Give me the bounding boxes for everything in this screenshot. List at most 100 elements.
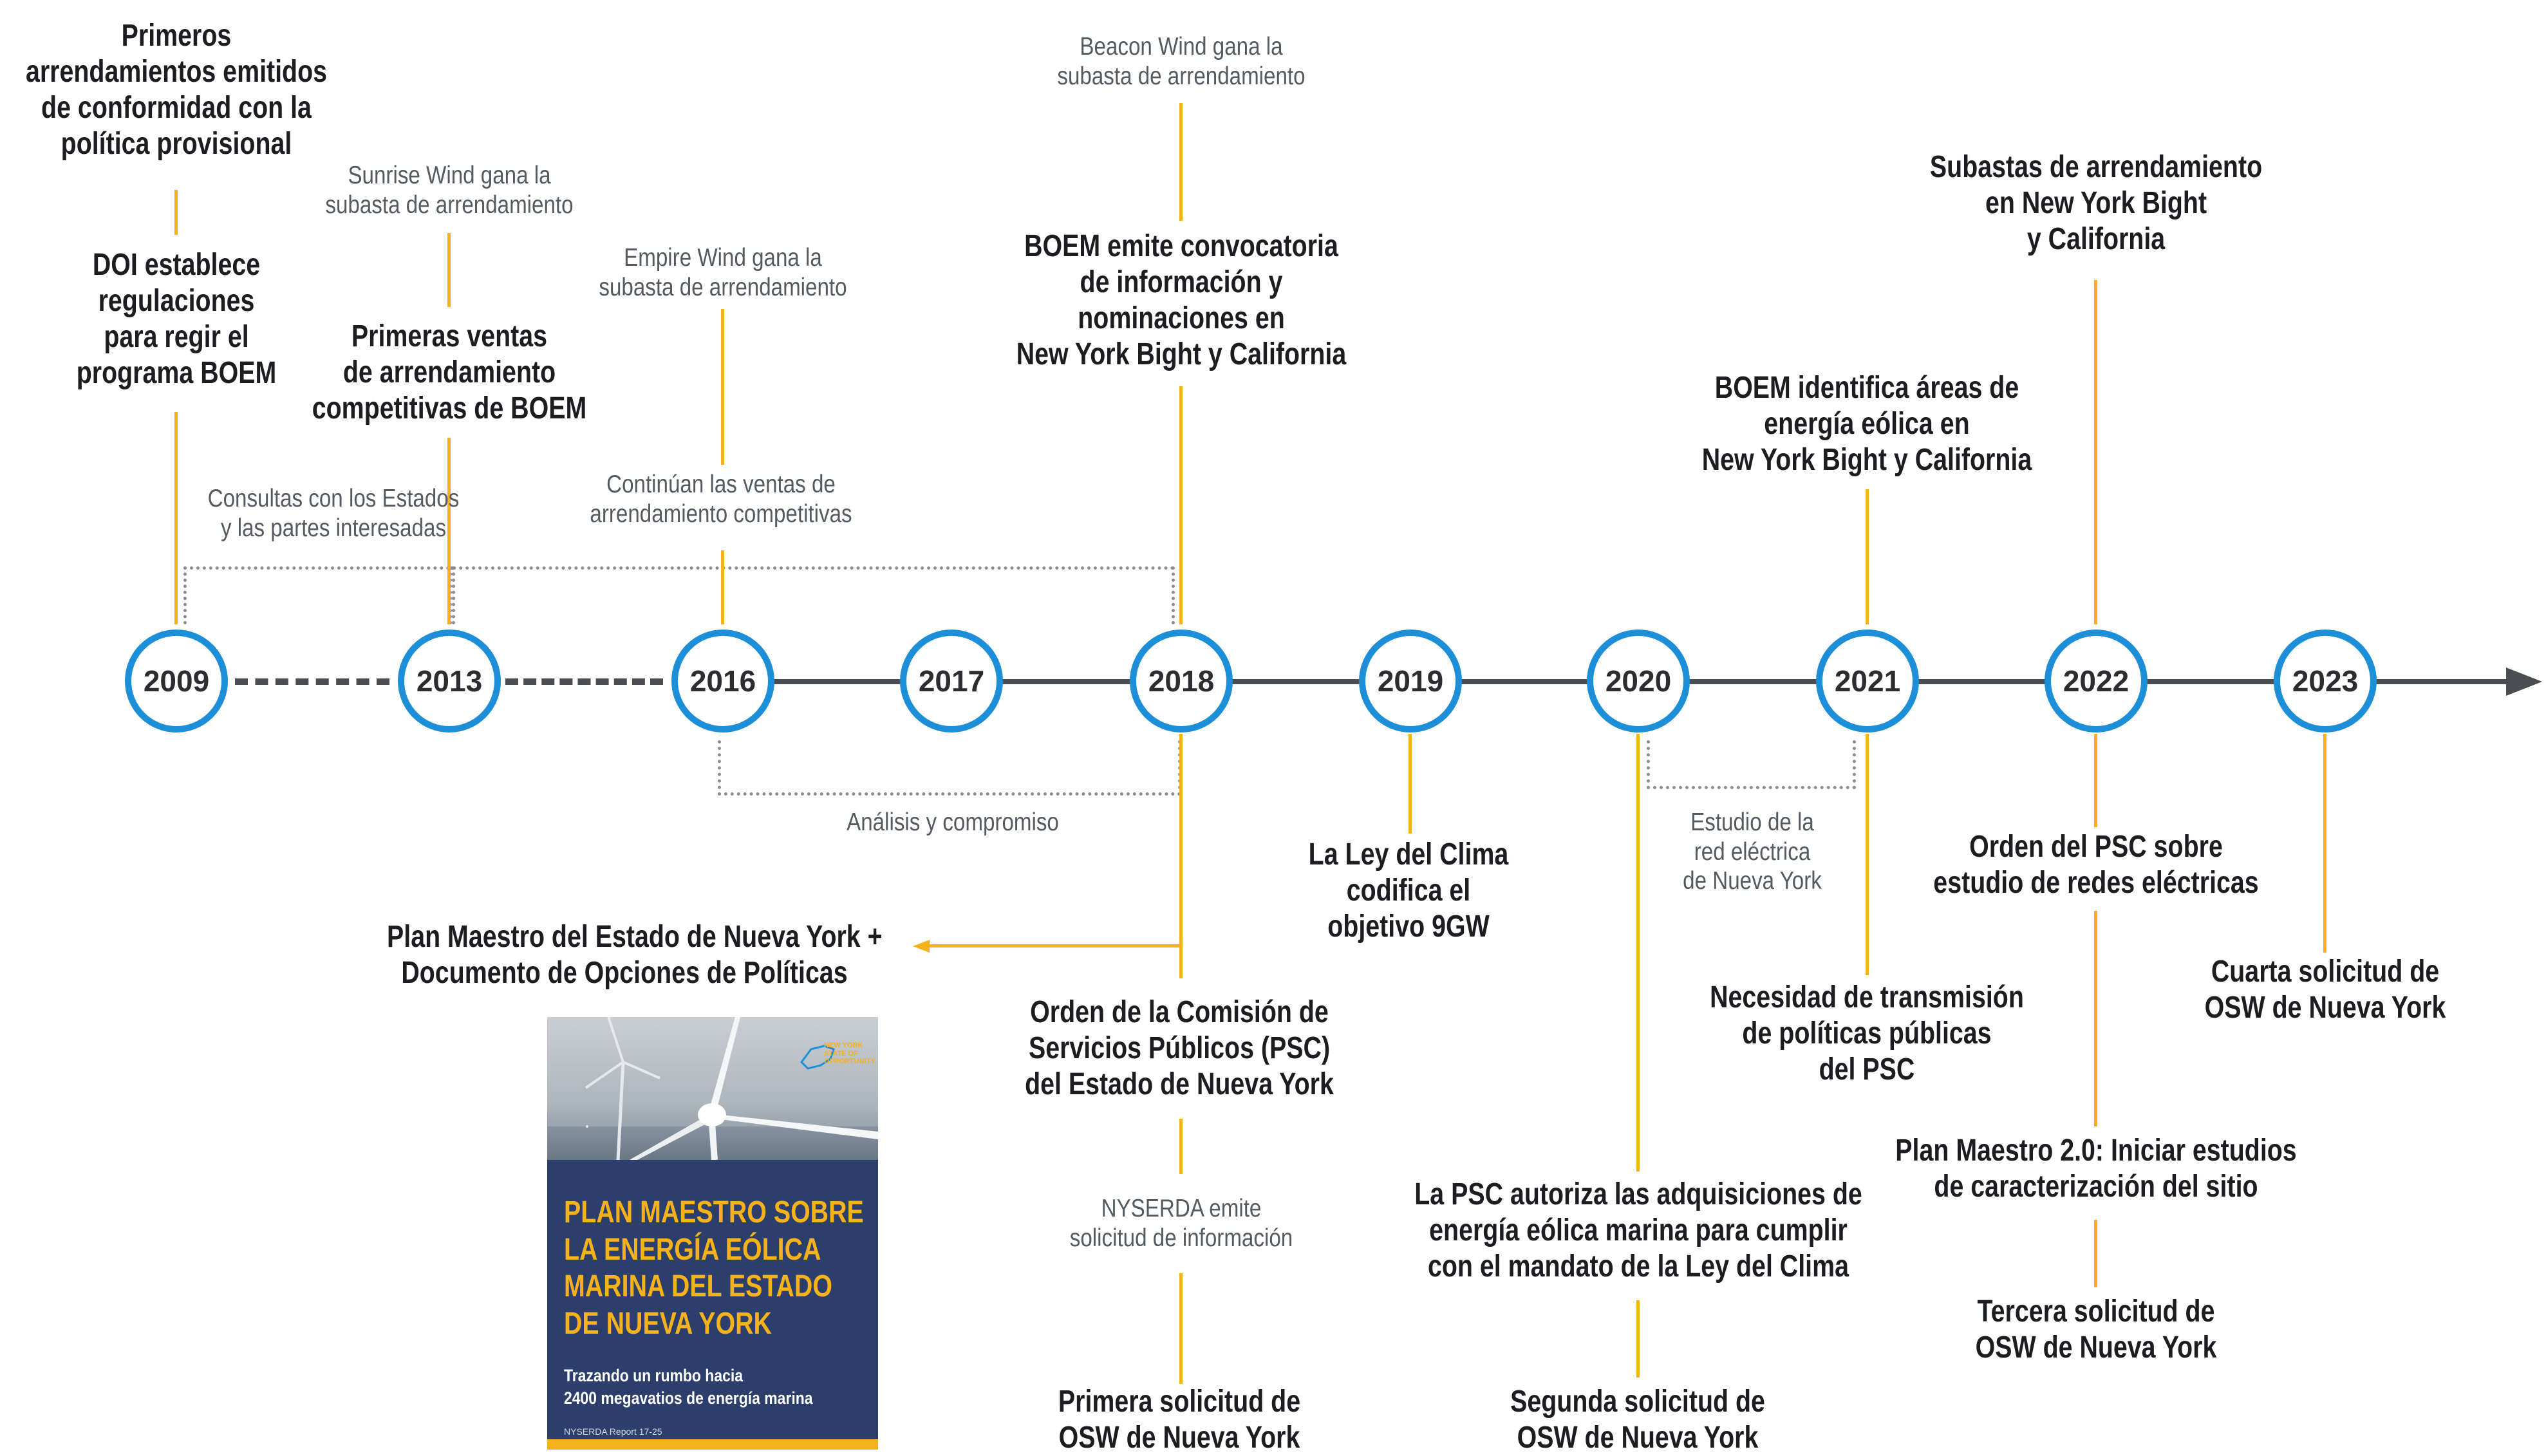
analisis-bracket (718, 740, 1181, 796)
text-line: PLAN MAESTRO SOBRE (564, 1195, 864, 1229)
year-label: 2013 (416, 664, 483, 698)
text-line: programa BOEM (76, 356, 277, 391)
text-line: solicitud de información (1069, 1224, 1293, 1252)
text-line: Cuarta solicitud de (2211, 955, 2440, 989)
text-line: competitivas de BOEM (312, 391, 587, 426)
cover-bottom-bar (547, 1439, 878, 1450)
text-line: Sunrise Wind gana la (348, 162, 551, 189)
estudio-red-bracket (1647, 740, 1856, 789)
text-line: 2400 megavatios de energía marina (564, 1388, 813, 1408)
cover-footer: NYSERDA Report 17-25 (564, 1426, 662, 1437)
text-line: de arrendamiento (342, 355, 556, 390)
connector-2018-b (1179, 386, 1183, 624)
text-line: de políticas públicas (1742, 1016, 1992, 1051)
event-2021-necesidad-transmision: Necesidad de transmisión de políticas pú… (1656, 980, 2078, 1088)
event-orden-psc: Orden de la Comisión de Servicios Públic… (968, 994, 1390, 1103)
text-line: OSW de Nueva York (1975, 1330, 2217, 1365)
text-line: Empire Wind gana la (624, 244, 822, 272)
note-analisis-compromiso: Análisis y compromiso (784, 808, 1121, 837)
connector-2013-a (447, 233, 451, 307)
event-2013-primeras-ventas: Primeras ventas de arrendamiento competi… (276, 319, 622, 427)
event-2009-primeros-arrendamientos: Primeros arrendamientos emitidos de conf… (0, 18, 363, 163)
connector-2020-b (1636, 1300, 1640, 1377)
connector-2016-b (721, 550, 724, 624)
text-line: Plan Maestro 2.0: Iniciar estudios (1895, 1134, 2297, 1168)
text-line: Segunda solicitud de (1510, 1385, 1765, 1419)
event-2022-orden-psc: Orden del PSC sobre estudio de redes elé… (1885, 829, 2307, 901)
text-line: La Ley del Clima (1308, 837, 1509, 872)
text-line: OPPORTUNITY. (824, 1058, 877, 1066)
text-line: DE NUEVA YORK (564, 1306, 772, 1341)
text-line: Análisis y compromiso (847, 808, 1059, 836)
note-consultas: Consultas con los Estados y las partes i… (154, 484, 513, 543)
connector-2022-b (2094, 734, 2097, 827)
plan-maestro-arrow (913, 940, 930, 953)
event-tercera-solicitud: Tercera solicitud de OSW de Nueva York (1911, 1294, 2281, 1366)
text-line: energía eólica en (1764, 407, 1970, 442)
event-plan-maestro: Plan Maestro del Estado de Nueva York + … (387, 919, 883, 991)
text-line: NEW YORK (824, 1041, 863, 1049)
text-line: subasta de arrendamiento (1057, 62, 1306, 90)
connector-2016-a (721, 309, 724, 465)
text-line: DOI establece (92, 248, 261, 282)
connector-2009-a (174, 190, 178, 235)
text-line: Necesidad de transmisión (1710, 980, 2024, 1014)
text-line: red eléctrica (1694, 837, 1811, 866)
text-line: energía eólica marina para cumplir (1429, 1213, 1848, 1248)
text-line: Primeras ventas (351, 319, 548, 353)
note-continuan-ventas: Continúan las ventas de arrendamiento co… (541, 470, 901, 528)
text-line: OSW de Nueva York (2204, 991, 2446, 1025)
text-line: arrendamientos emitidos (25, 55, 328, 89)
note-beacon-wind: Beacon Wind gana la subasta de arrendami… (1013, 32, 1350, 91)
axis-dashed-segment-1 (235, 678, 389, 685)
text-line: subasta de arrendamiento (599, 273, 847, 301)
connector-2018-e (1179, 1273, 1183, 1384)
text-line: de conformidad con la (41, 91, 312, 126)
report-cover-image: NEW YORK STATE OF OPPORTUNITY. PLAN MAES… (547, 1017, 878, 1450)
year-label: 2009 (143, 664, 210, 698)
text-line: arrendamiento competitivas (590, 499, 852, 528)
connector-2023 (2323, 734, 2326, 953)
text-line: Beacon Wind gana la (1080, 33, 1283, 61)
text-line: BOEM identifica áreas de (1714, 371, 2019, 405)
text-line: New York Bight y California (1701, 443, 2032, 478)
connector-2022-d (2094, 1220, 2097, 1287)
text-line: política provisional (61, 127, 292, 162)
event-primera-solicitud: Primera solicitud de OSW de Nueva York (995, 1384, 1364, 1456)
event-2022-subastas: Subastas de arrendamiento en New York Bi… (1875, 149, 2318, 257)
year-2018: 2018 (1130, 630, 1233, 733)
text-line: codifica el (1346, 873, 1471, 908)
text-line: Subastas de arrendamiento (1929, 150, 2263, 184)
text-line: Tercera solicitud de (1977, 1294, 2215, 1329)
text-line: La PSC autoriza las adquisiciones de (1414, 1177, 1862, 1211)
text-line: LA ENERGÍA EÓLICA (564, 1232, 821, 1267)
text-line: de Nueva York (1683, 867, 1822, 895)
axis-dashed-segment-2 (505, 678, 663, 685)
event-2018-boem-convocatoria: BOEM emite convocatoria de información y… (940, 229, 1422, 373)
text-line: para regir el (104, 320, 249, 355)
text-line: OSW de Nueva York (1517, 1421, 1759, 1455)
year-2020: 2020 (1587, 630, 1690, 733)
text-line: Primeros (121, 19, 232, 53)
text-line: Orden del PSC sobre (1969, 830, 2223, 864)
text-line: STATE OF (824, 1049, 858, 1058)
connector-2018-d (1179, 1119, 1183, 1174)
text-line: nominaciones en (1078, 301, 1285, 336)
year-label: 2021 (1834, 664, 1901, 698)
text-line: OSW de Nueva York (1058, 1421, 1300, 1455)
event-segunda-solicitud: Segunda solicitud de OSW de Nueva York (1453, 1384, 1822, 1456)
connector-2019 (1409, 734, 1412, 834)
consultas-bracket (183, 566, 1175, 624)
text-line: subasta de arrendamiento (325, 191, 574, 219)
connector-2021-b (1866, 734, 1869, 975)
connector-2009-b (174, 412, 178, 624)
text-line: del Estado de Nueva York (1025, 1067, 1334, 1102)
year-2021: 2021 (1816, 630, 1919, 733)
text-line: New York Bight y California (1016, 337, 1347, 372)
event-2019-ley-clima: La Ley del Clima codifica el objetivo 9G… (1250, 837, 1567, 945)
event-plan-maestro-2: Plan Maestro 2.0: Iniciar estudios de ca… (1832, 1133, 2360, 1205)
year-label: 2018 (1148, 664, 1215, 698)
text-line: Consultas con los Estados (207, 485, 460, 512)
year-2023: 2023 (2274, 630, 2377, 733)
